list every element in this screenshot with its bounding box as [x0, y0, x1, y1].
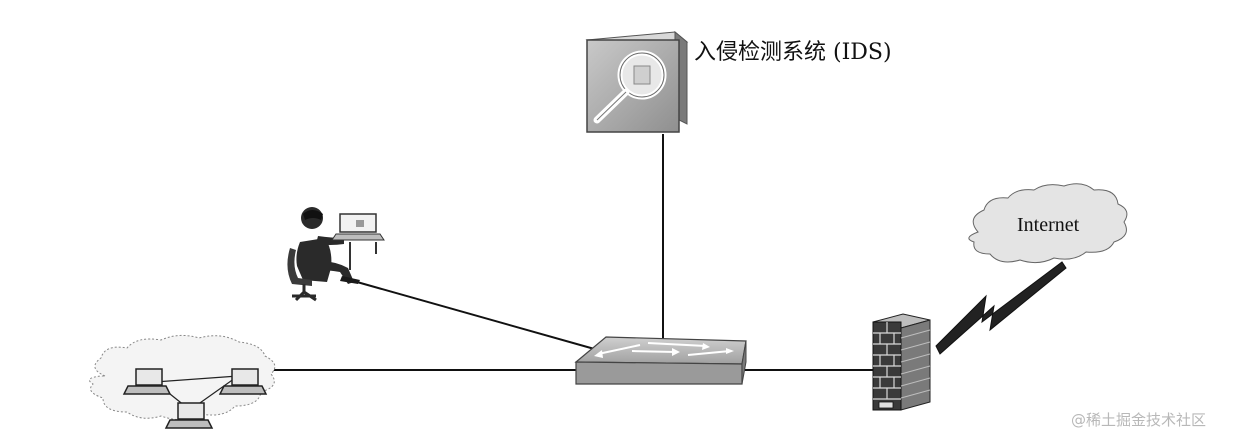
ids-label: 入侵检测系统 (IDS): [694, 40, 892, 65]
connection-lines: [260, 134, 873, 371]
network-switch-icon: [574, 336, 747, 385]
link-attacker-switch: [356, 281, 599, 351]
watermark-text: @稀土掘金技术社区: [1071, 411, 1207, 429]
internet-label: Internet: [1017, 214, 1080, 236]
wan-lightning-link-icon: [935, 261, 1067, 355]
hacker-at-computer-icon: [287, 207, 385, 302]
ids-magnifier-icon: [585, 30, 689, 133]
internet-cloud-icon: [968, 183, 1128, 264]
brick-firewall-icon: [872, 313, 931, 411]
laptops-in-cloud-icon: [88, 334, 276, 429]
